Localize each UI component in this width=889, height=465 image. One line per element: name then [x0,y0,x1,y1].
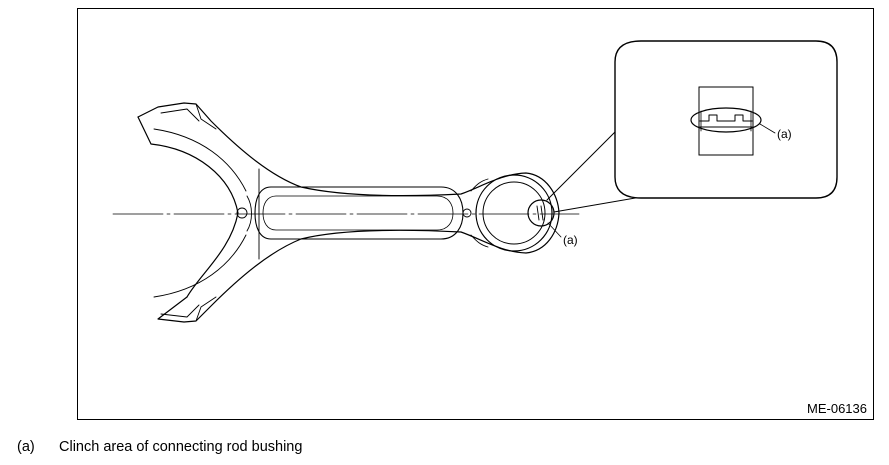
figure-code: ME-06136 [807,401,867,416]
detail-view-box [614,40,838,199]
rod-beam-pocket [254,186,464,240]
rod-big-end [137,102,560,323]
caption: (a) Clinch area of connecting rod bushing [17,439,302,455]
callout-label: (a) [563,233,578,247]
figure-frame: (a) (a) ME-06136 [77,8,874,420]
caption-text: Clinch area of connecting rod bushing [59,439,303,455]
rod-small-end [462,174,553,252]
detail-label: (a) [777,127,792,141]
caption-marker: (a) [17,439,35,455]
clinch-callout [527,131,642,238]
connecting-rod-diagram: (a) (a) [112,40,838,323]
